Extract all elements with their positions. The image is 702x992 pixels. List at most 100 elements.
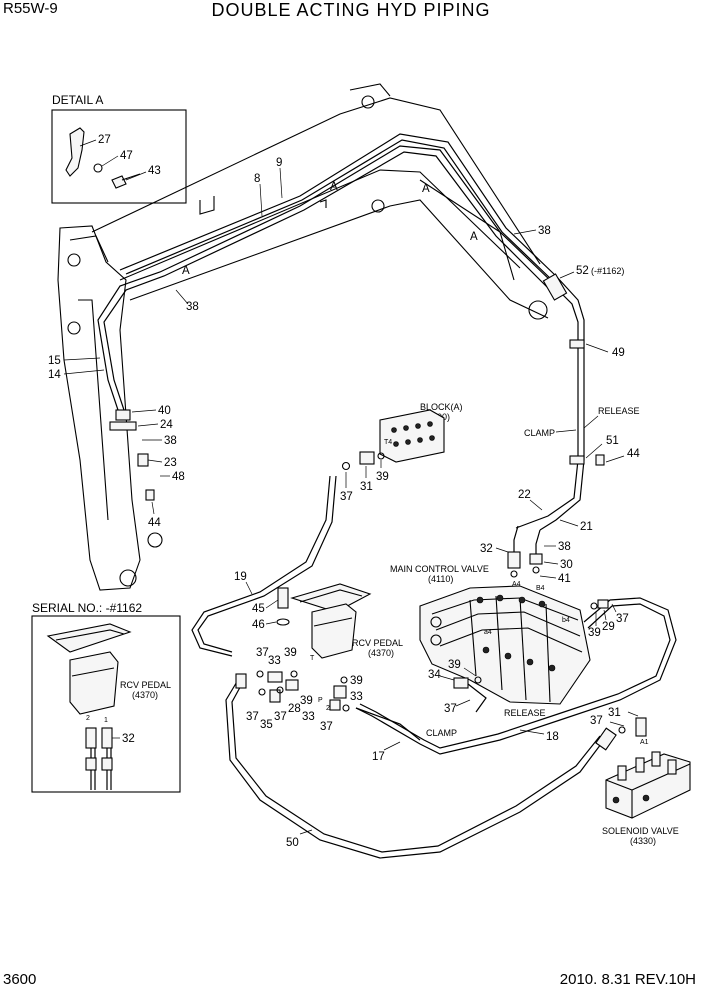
callout-37-pedal-4: 37	[320, 721, 333, 733]
callout-22: 22	[518, 489, 531, 501]
callout-14: 14	[48, 369, 61, 381]
clamp-label-bottom: CLAMP	[426, 728, 457, 738]
port-p: P	[318, 697, 323, 704]
callout-35: 35	[260, 719, 273, 731]
bracket-27	[65, 127, 85, 177]
mcv-label: MAIN CONTROL VALVE	[390, 564, 489, 574]
block-a-assembly: BLOCK(A) (3200) T4 37 31 39	[340, 402, 463, 503]
callout-46: 46	[252, 619, 265, 631]
callout-45: 45	[252, 603, 265, 615]
release-label-top: RELEASE	[598, 406, 640, 416]
port-b4-lower: b4	[562, 617, 570, 624]
hose-50	[225, 679, 605, 859]
callout-34: 34	[428, 669, 441, 681]
callout-39-block: 39	[376, 471, 389, 483]
serial-port-1: 1	[104, 717, 108, 724]
serial-port-2: 2	[86, 715, 90, 722]
fitting-52	[542, 273, 568, 301]
clamp-51	[569, 455, 585, 465]
callout-37-pedal-3: 37	[274, 711, 287, 723]
hoses-22-21: 22 21 32 38 30 41 A4 B4	[480, 489, 593, 592]
callout-29: 29	[602, 621, 615, 633]
serial-fitting-32-a	[85, 727, 97, 749]
callout-39-pedal-1: 39	[284, 647, 297, 659]
block-a-body	[379, 409, 445, 463]
callout-41: 41	[558, 573, 571, 585]
callout-32-mcv: 32	[480, 543, 493, 555]
port-t4: T4	[384, 439, 392, 446]
elbow-33-right	[333, 685, 347, 699]
callout-49: 49	[612, 347, 625, 359]
callout-43: 43	[148, 165, 161, 177]
boom-hoses	[97, 133, 605, 531]
callout-31-solenoid: 31	[608, 707, 621, 719]
rcv-pedal-code: (4370)	[368, 648, 394, 658]
callout-33-pedal-3: 33	[350, 691, 363, 703]
block-a-label: BLOCK(A)	[420, 402, 463, 412]
callout-39-pedal-2: 39	[300, 695, 313, 707]
detail-a-frame	[51, 109, 187, 204]
callout-47: 47	[120, 150, 133, 162]
callout-37-pedal-1: 37	[256, 647, 269, 659]
callout-50: 50	[286, 837, 299, 849]
callout-38-boom: 38	[186, 301, 199, 313]
callout-17: 17	[372, 751, 385, 763]
port-t: T	[310, 655, 315, 662]
fitting-32-mcv	[507, 551, 521, 569]
page-number: 3600	[3, 971, 37, 988]
release-label-bottom: RELEASE	[504, 708, 546, 718]
callout-52: 52	[576, 265, 589, 277]
callout-37-b4: 37	[616, 613, 629, 625]
date-revision: 2010. 8.31 REV.10H	[559, 971, 696, 988]
port-a4-lower: a4	[484, 629, 492, 636]
callout-21: 21	[580, 521, 593, 533]
serial-frame	[31, 615, 181, 793]
hose-50-end	[235, 673, 247, 689]
oring-37-b4	[590, 602, 598, 610]
callout-52-note: (-#1162)	[591, 266, 624, 276]
callout-40: 40	[158, 405, 171, 417]
callout-38-left: 38	[164, 435, 177, 447]
bolt-23	[137, 453, 149, 467]
callout-15: 15	[48, 355, 61, 367]
oring-39-a4	[474, 676, 482, 684]
tee-31	[359, 451, 375, 465]
bolt-44-left	[145, 489, 155, 501]
serial-rcv-code: (4370)	[132, 690, 158, 700]
page-title: DOUBLE ACTING HYD PIPING	[211, 0, 491, 20]
callout-48: 48	[172, 471, 185, 483]
washer-46	[276, 618, 290, 626]
fitting-28	[285, 679, 299, 691]
callout-30: 30	[560, 559, 573, 571]
elbow-33	[267, 671, 283, 683]
clamp-label-top: CLAMP	[524, 428, 555, 438]
bolt-44-right	[595, 454, 605, 466]
serial-title: SERIAL NO.: -#1162	[32, 601, 142, 615]
callout-23: 23	[164, 457, 177, 469]
boom-callouts: 8 9 A A A A 38 38 52 (-#1162) 49 RELEASE…	[48, 157, 640, 529]
fitting-29	[597, 599, 609, 609]
model-code: R55W-9	[3, 0, 58, 17]
callout-19: 19	[234, 571, 247, 583]
fitting-30	[529, 553, 543, 565]
tee-31-solenoid	[635, 717, 647, 737]
rcv-pedal-main: 45 46 RCV PEDAL (4370) T P 2 37 33 39 37…	[246, 583, 421, 741]
detail-a-title: DETAIL A	[52, 93, 103, 107]
clamp-49	[569, 339, 585, 349]
serial-inset: SERIAL NO.: -#1162 RCV PEDAL (4370) 2 1 …	[31, 601, 181, 793]
oring-37-solenoid	[618, 726, 626, 734]
bolt-45	[277, 587, 289, 609]
fitting-34	[453, 677, 469, 689]
view-a-label-4: A	[182, 265, 190, 277]
callout-37-pedal-2: 37	[246, 711, 259, 723]
callout-44-right: 44	[627, 448, 640, 460]
view-a-label-3: A	[470, 231, 478, 243]
fitting-35	[269, 689, 281, 703]
view-a-label-1: A	[330, 181, 338, 193]
solenoid-label: SOLENOID VALVE	[602, 826, 679, 836]
hose-19	[191, 475, 331, 657]
callout-31-block: 31	[360, 481, 373, 493]
callout-39-pedal-3: 39	[350, 675, 363, 687]
serial-rcv-label: RCV PEDAL	[120, 680, 171, 690]
